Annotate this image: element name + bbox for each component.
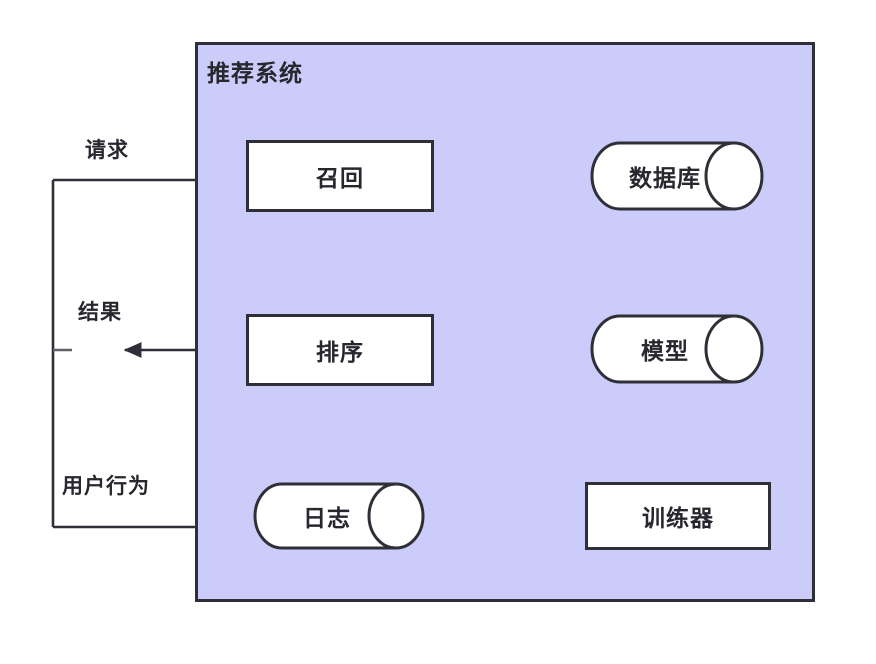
node-log[interactable]: 日志 <box>252 482 426 550</box>
node-trainer[interactable]: 训练器 <box>585 482 771 550</box>
cylinder-shape <box>590 141 764 211</box>
node-log-label: 日志 <box>303 506 351 532</box>
node-model[interactable]: 模型 <box>590 314 764 384</box>
edge-label-request: 请求 <box>85 138 129 162</box>
node-rank[interactable]: 排序 <box>246 314 434 386</box>
cylinder-shape <box>590 314 764 384</box>
node-model-label: 模型 <box>641 339 689 365</box>
page-title: 推荐系统 <box>207 61 303 87</box>
cylinder-shape <box>253 482 425 550</box>
edge-label-result: 结果 <box>78 300 122 324</box>
edge-label-user-behavior: 用户行为 <box>62 474 150 498</box>
node-recall[interactable]: 召回 <box>246 140 434 212</box>
node-database[interactable]: 数据库 <box>590 141 764 211</box>
node-database-label: 数据库 <box>629 166 701 192</box>
